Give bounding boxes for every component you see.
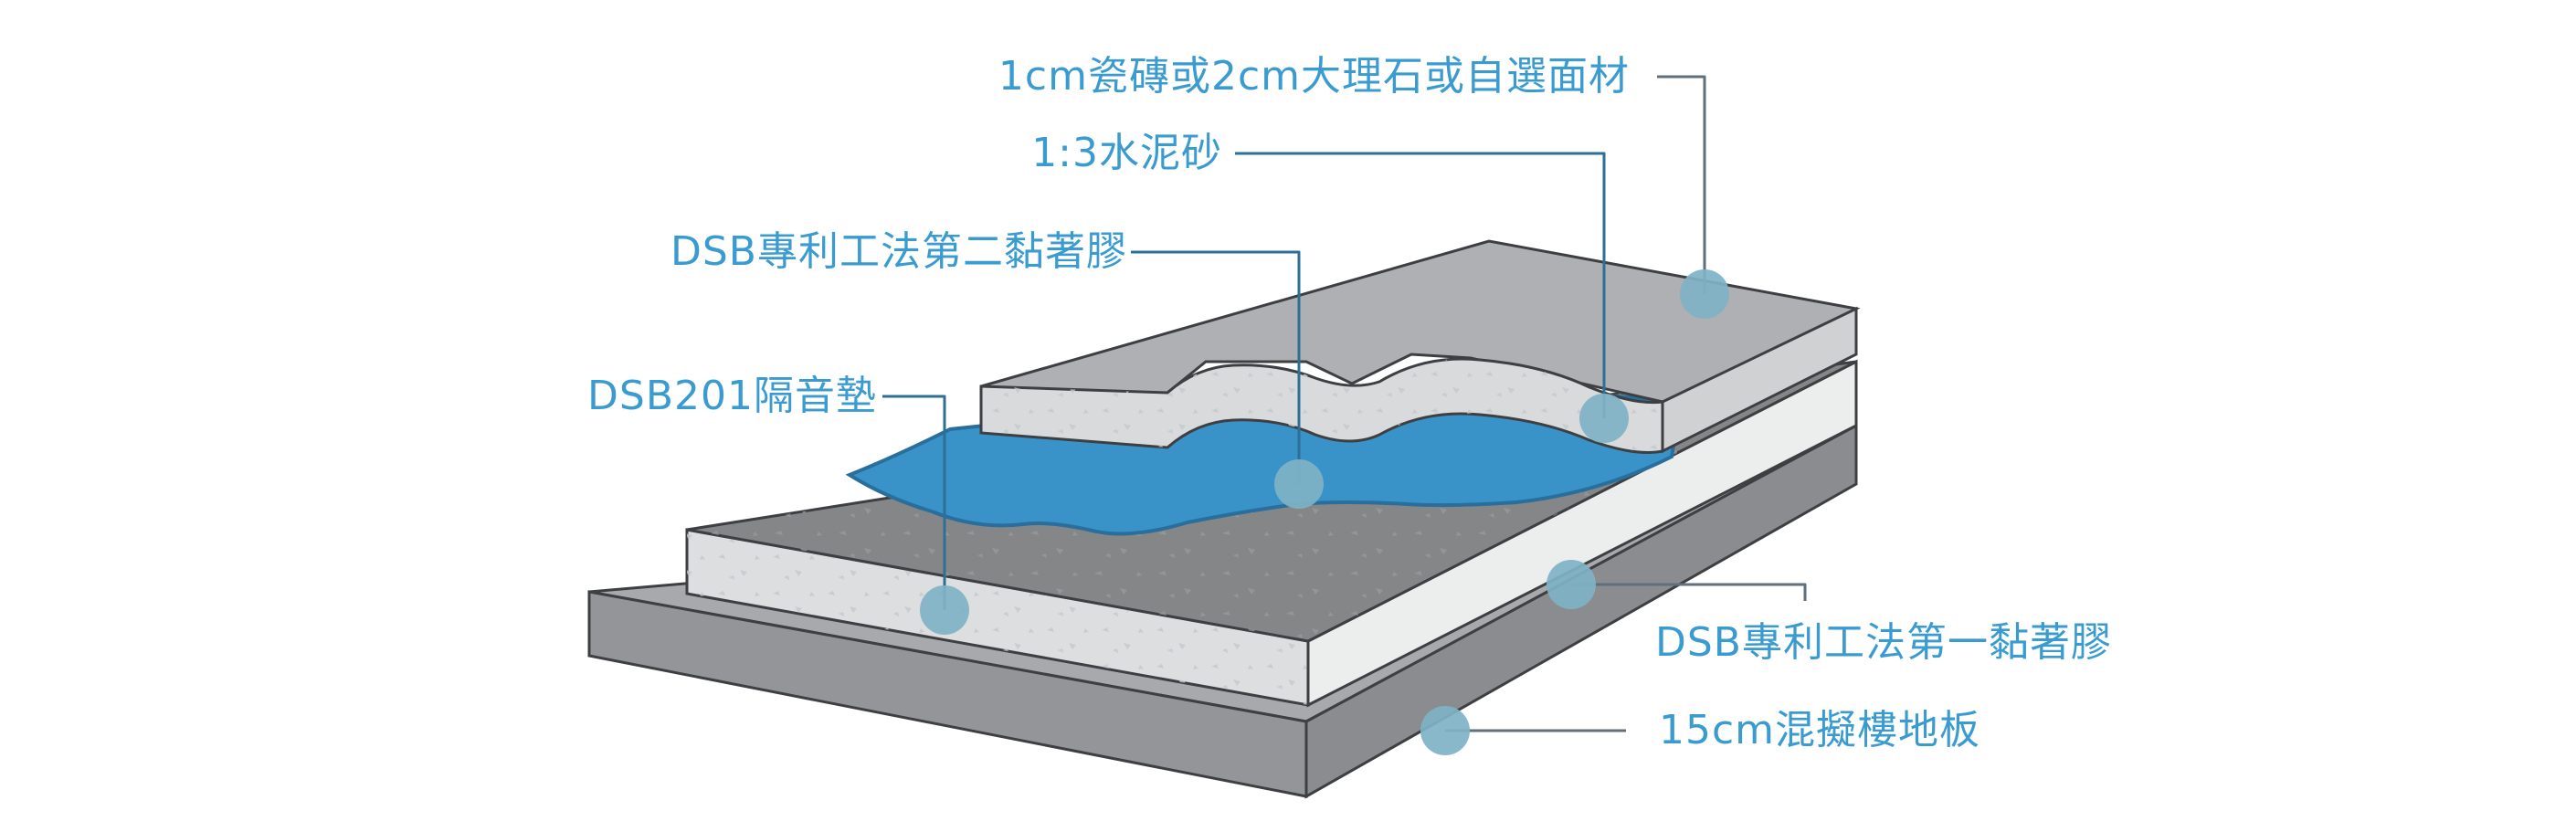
sound-pad-front-texture (687, 530, 1308, 705)
leader-line-adhesive-1 (1571, 583, 1807, 601)
label-tile: 1cm瓷磚或2cm大理石或自選面材 (998, 53, 1630, 100)
leader-line-tile (1657, 75, 1706, 294)
leader-line-sound-pad (882, 395, 946, 610)
label-sound-pad: DSB201隔音墊 (587, 373, 877, 419)
marker-dots (920, 269, 1729, 755)
label-concrete: 15cm混擬樓地板 (1659, 707, 1980, 753)
tile-layer (979, 239, 1861, 454)
leader-line-adhesive-2 (1131, 250, 1301, 484)
marker-dot-mortar (1579, 394, 1629, 443)
marker-dot-sound-pad (920, 585, 969, 635)
marker-dot-tile (1680, 269, 1729, 319)
leader-lines (882, 75, 1807, 732)
tile-front-texture (981, 359, 1663, 453)
label-mortar: 1:3水泥砂 (1031, 130, 1222, 176)
tile-right-face (1661, 306, 1858, 454)
concrete-slab-right-face (1304, 423, 1858, 799)
label-adhesive-2: DSB專利工法第二黏著膠 (670, 228, 1127, 275)
label-adhesive-1: DSB專利工法第一黏著膠 (1655, 619, 2112, 666)
leader-line-mortar (1235, 152, 1606, 418)
marker-dot-concrete (1420, 706, 1470, 755)
marker-dot-adhesive-1 (1547, 560, 1596, 609)
marker-dot-adhesive-2 (1274, 459, 1324, 509)
layer-labels: 1cm瓷磚或2cm大理石或自選面材 1:3水泥砂 DSB專利工法第二黏著膠 DS… (587, 53, 2112, 753)
